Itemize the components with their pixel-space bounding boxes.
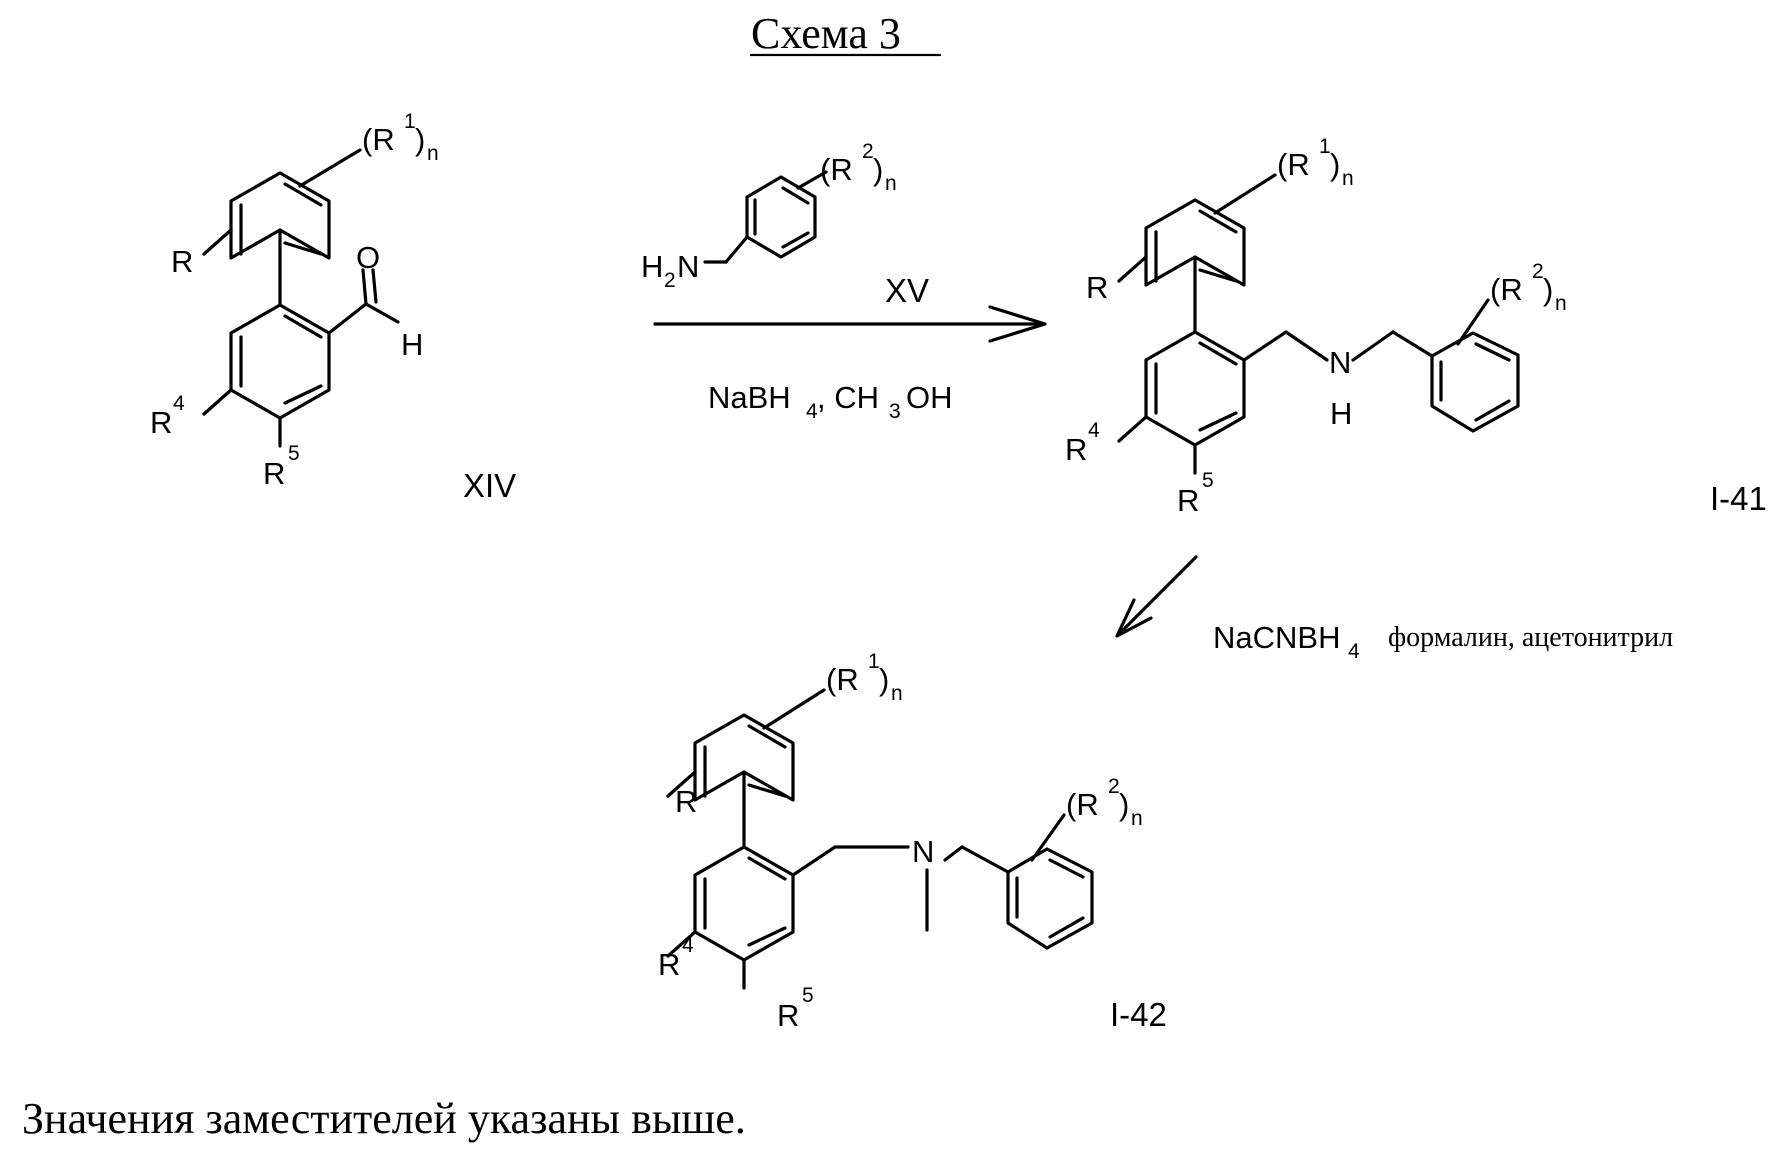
i42-r5-label: R: [777, 998, 799, 1033]
i41-amine-h-label: H: [1330, 396, 1352, 431]
i42-r1-sup: 1: [868, 650, 880, 673]
xv-r2-sup: 2: [862, 140, 874, 163]
step1-nabh: NaBH: [708, 380, 791, 415]
step2-nacnbh-sub: 4: [1348, 640, 1360, 663]
ring-benzylamine: [747, 177, 815, 257]
i41-r2-close: ): [1543, 272, 1553, 307]
xiv-oxygen-label: O: [356, 240, 380, 275]
i42-r2-open: (R: [1066, 787, 1099, 822]
i41-r4-label: R: [1065, 432, 1087, 467]
compound-i42-structure: [668, 690, 1092, 988]
i41-r2-n: n: [1555, 292, 1567, 315]
scheme-title: Схема 3: [751, 9, 901, 58]
i42-r1-close: ): [879, 662, 889, 697]
i41-r2-open: (R: [1490, 272, 1523, 307]
xiv-r4-sup: 4: [173, 392, 185, 415]
step1-oh: OH: [906, 380, 953, 415]
compound-i41-structure: [1119, 175, 1518, 473]
i42-r4-label: R: [658, 947, 680, 982]
i41-r1-n: n: [1342, 167, 1354, 190]
xv-r2-n: n: [885, 172, 897, 195]
i42-r1-n: n: [891, 682, 903, 705]
i42-nitrogen-label: N: [912, 834, 934, 869]
i42-r5-sup: 5: [802, 984, 814, 1007]
xv-h2n-h: H: [641, 249, 663, 284]
xv-h2n-sub: 2: [664, 269, 676, 292]
ring-lower: [231, 305, 329, 418]
compound-xiv-structure: [204, 150, 398, 446]
xiv-r-label: R: [171, 244, 193, 279]
i42-r2-close: ): [1119, 787, 1129, 822]
ring-lower: [1146, 332, 1244, 445]
compound-xiv-label: XIV: [463, 467, 516, 504]
i41-r5-sup: 5: [1202, 469, 1214, 492]
i41-r5-label: R: [1177, 483, 1199, 518]
ring-benzyl: [1432, 333, 1518, 431]
i41-r2-sup: 2: [1532, 260, 1544, 283]
reaction-arrow-2: [1120, 557, 1196, 633]
i41-r-label: R: [1086, 270, 1108, 305]
i41-r4-sup: 4: [1088, 419, 1100, 442]
i41-r1-sup: 1: [1319, 135, 1331, 158]
ring-benzyl: [1008, 849, 1092, 948]
i41-r1-open: (R: [1277, 147, 1310, 182]
xiv-aldehyde-h-label: H: [401, 327, 423, 362]
xiv-r4-label: R: [150, 405, 172, 440]
i42-r4-sup: 4: [682, 934, 694, 957]
xv-r2-close: ): [873, 152, 883, 187]
xiv-r1-n: n: [427, 142, 439, 165]
i42-r-label: R: [675, 784, 697, 819]
xiv-r5-label: R: [263, 456, 285, 491]
ring-lower: [695, 847, 793, 960]
xiv-r5-sup: 5: [288, 442, 300, 465]
i41-nitrogen-label: N: [1329, 345, 1351, 380]
xv-r2-open: (R: [820, 152, 853, 187]
i41-r1-close: ): [1330, 147, 1340, 182]
compound-i41-label: I-41: [1710, 480, 1767, 517]
step1-sep: , CH: [817, 380, 879, 415]
reagent-xv-label: XV: [885, 272, 929, 309]
reagent-xv-structure: [705, 172, 826, 262]
step2-nacnbh: NaCNBH: [1213, 620, 1340, 655]
footer-note: Значения заместителей указаны выше.: [22, 1094, 746, 1143]
xiv-r1-open: (R: [362, 122, 395, 157]
step2-rest: формалин, ацетонитрил: [1388, 622, 1673, 653]
i42-r1-open: (R: [826, 662, 859, 697]
xiv-r1-sup: 1: [404, 110, 416, 133]
step1-ch-sub: 3: [889, 400, 901, 423]
i42-r2-n: n: [1131, 807, 1143, 830]
xv-h2n-n: N: [677, 249, 699, 284]
i42-r2-sup: 2: [1108, 775, 1120, 798]
compound-i42-label: I-42: [1110, 996, 1167, 1033]
xiv-r1-close: ): [415, 122, 425, 157]
